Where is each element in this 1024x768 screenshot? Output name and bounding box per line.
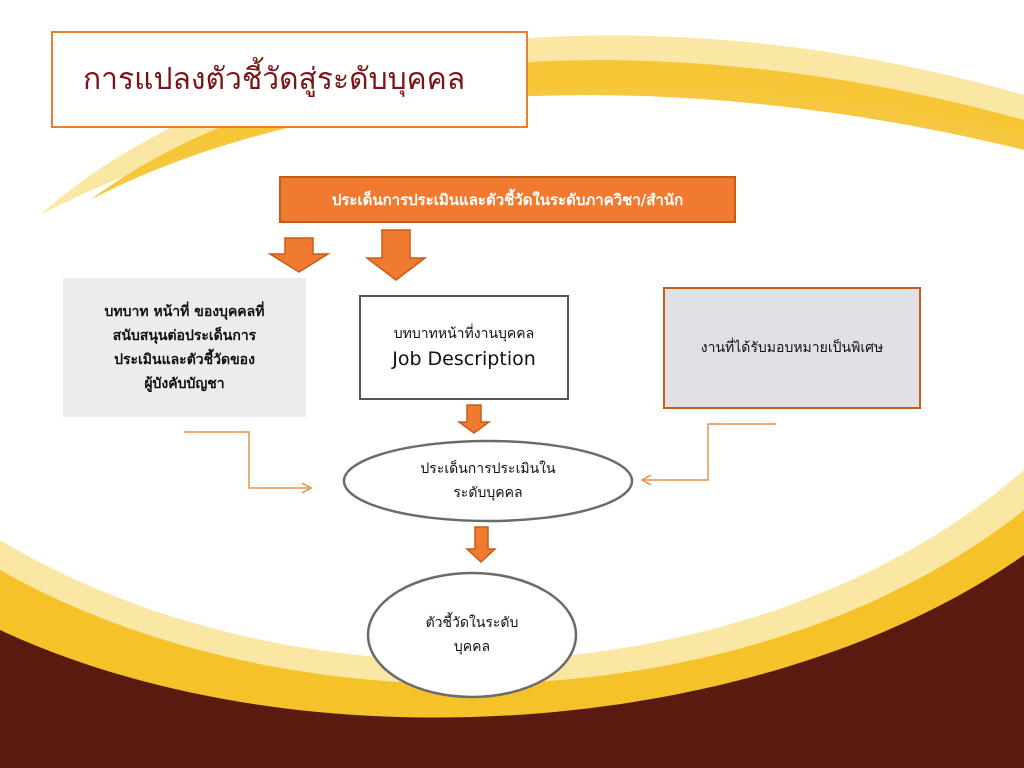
individual-assessment-line: ประเด็นการประเมินใน — [420, 461, 556, 477]
role-support-line: ประเมินและตัวชี้วัดของ — [114, 351, 255, 368]
individual-indicators-ellipse: ตัวชี้วัดในระดับ บุคคล — [368, 573, 576, 697]
individual-indicators-line: ตัวชี้วัดในระดับ — [425, 615, 519, 631]
role-support-line: บทบาท หน้าที่ ของบุคคลที่ — [104, 303, 265, 320]
connector-left-head — [301, 482, 313, 494]
arrow-down-middle — [364, 229, 428, 281]
special-assignment-box: งานที่ได้รับมอบหมายเป็นพิเศษ — [663, 287, 921, 409]
title-box: การแปลงตัวชี้วัดสู่ระดับบุคคล — [51, 31, 528, 128]
role-support-box: บทบาท หน้าที่ ของบุคคลที่ สนับสนุนต่อประ… — [63, 278, 306, 417]
job-description-box: บทบาทหน้าที่งานบุคคล Job Description — [359, 295, 569, 400]
individual-indicators-line: บุคคล — [453, 639, 491, 655]
job-description-english: Job Description — [392, 347, 536, 370]
connector-right — [642, 423, 776, 481]
department-indicators-box: ประเด็นการประเมินและตัวชี้วัดในระดับภาคว… — [279, 176, 736, 223]
department-indicators-label: ประเด็นการประเมินและตัวชี้วัดในระดับภาคว… — [331, 190, 684, 209]
role-support-line: สนับสนุนต่อประเด็นการ — [112, 327, 257, 344]
page-title: การแปลงตัวชี้วัดสู่ระดับบุคคล — [83, 62, 466, 97]
individual-assessment-ellipse: ประเด็นการประเมินใน ระดับบุคคล — [344, 440, 632, 522]
arrow-down-to-ellipse — [456, 404, 492, 434]
arrow-down-to-bottom — [465, 526, 497, 564]
job-description-thai: บทบาทหน้าที่งานบุคคล — [393, 325, 535, 342]
connector-right-head — [640, 474, 652, 486]
center-ellipse-shape — [342, 439, 634, 523]
arrow-down-left — [267, 237, 331, 273]
special-assignment-label: งานที่ได้รับมอบหมายเป็นพิเศษ — [700, 340, 884, 356]
role-support-line: ผู้บังคับบัญชา — [144, 375, 225, 392]
bottom-ellipse-shape — [366, 571, 578, 699]
connector-left — [184, 431, 311, 489]
individual-assessment-line: ระดับบุคคล — [453, 485, 523, 501]
